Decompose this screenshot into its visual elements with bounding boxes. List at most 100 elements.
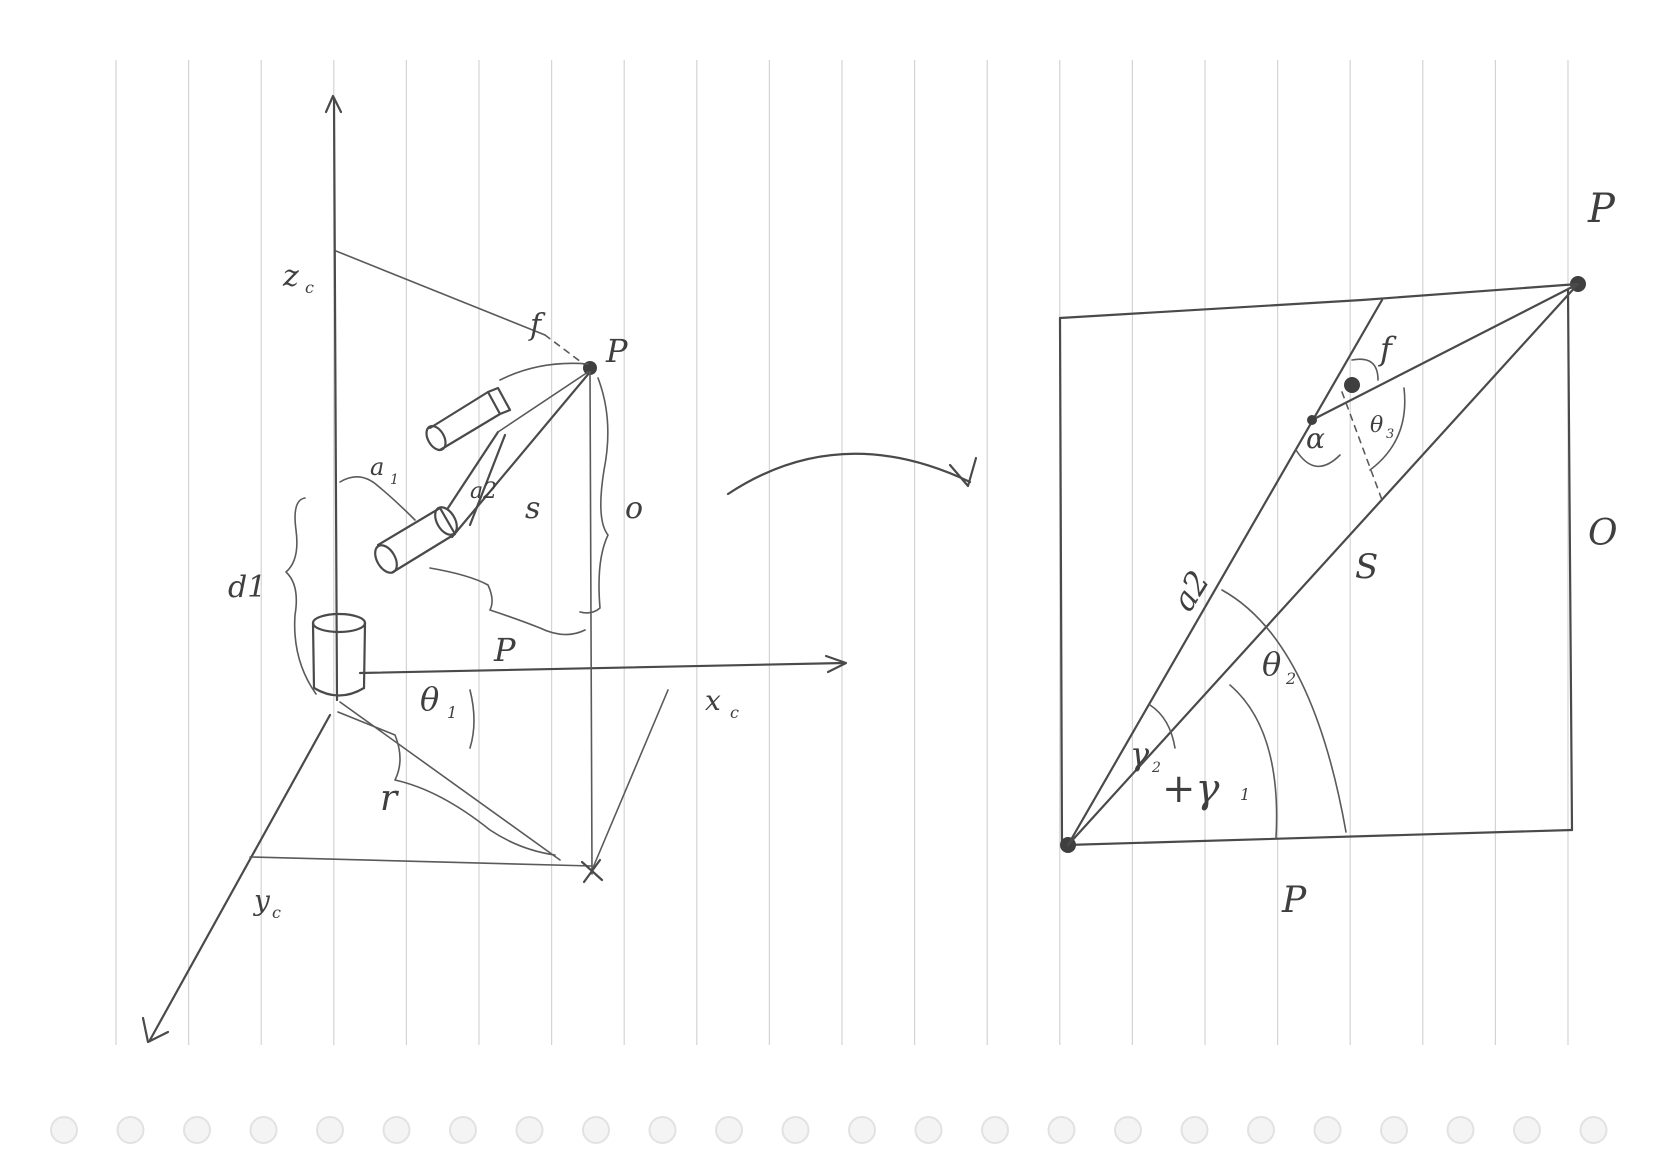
f-label: f xyxy=(528,308,546,343)
binding-hole xyxy=(316,1116,344,1144)
binding-hole xyxy=(515,1116,544,1144)
transition-arrow xyxy=(726,452,972,496)
s-diagonal-line xyxy=(1066,282,1580,847)
x-projection-line xyxy=(591,689,669,871)
binding-hole xyxy=(981,1116,1009,1144)
binding-hole xyxy=(582,1116,610,1144)
forearm-edge xyxy=(497,371,589,433)
gamma1-label-sub: 1 xyxy=(1240,785,1250,804)
transition-arrowhead xyxy=(948,456,978,488)
frame-top-edge xyxy=(1058,298,1364,320)
binding-hole xyxy=(382,1116,411,1144)
a1-brace xyxy=(339,476,416,521)
frame-right-edge xyxy=(1566,288,1574,832)
gamma2-arc xyxy=(1149,704,1176,749)
top-line-to-p xyxy=(1360,282,1580,302)
x-axis-label-sub: c xyxy=(730,703,739,722)
theta2-arc xyxy=(1221,589,1347,833)
y-axis-label-sub: c xyxy=(272,903,281,922)
joint-point xyxy=(1344,377,1360,393)
theta3-arc xyxy=(1369,387,1406,471)
binding-hole xyxy=(1180,1116,1209,1144)
r-brace xyxy=(337,711,556,856)
binding-hole xyxy=(1114,1116,1142,1144)
right-figure-plane-geometry xyxy=(1058,276,1586,853)
binding-hole xyxy=(1380,1116,1408,1144)
gamma2-label: γ xyxy=(1130,735,1150,773)
frame-bottom-edge xyxy=(1064,828,1574,847)
z-axis-line xyxy=(332,96,339,702)
binding-hole xyxy=(1247,1116,1275,1144)
left-figure-robot-3d xyxy=(141,94,848,1044)
binding-holes xyxy=(50,1116,1608,1144)
p-point-label: P xyxy=(605,332,628,370)
o-label: o xyxy=(625,491,643,526)
base-cylinder xyxy=(311,612,367,697)
theta2-label: θ xyxy=(1262,645,1281,683)
dashed-perpendicular xyxy=(1341,391,1383,501)
s-line xyxy=(450,370,592,539)
binding-hole xyxy=(848,1116,876,1144)
p-label-right: P xyxy=(1587,186,1616,232)
o-label-right: O xyxy=(1588,513,1618,554)
a1-label: a xyxy=(370,453,384,481)
alpha-arc xyxy=(1295,449,1341,468)
binding-hole xyxy=(50,1116,78,1144)
z-axis-label: z xyxy=(282,259,299,294)
y-axis-line xyxy=(148,713,332,1042)
binding-hole xyxy=(1313,1116,1342,1144)
binding-hole xyxy=(1513,1116,1541,1144)
theta3-label-sub: 3 xyxy=(1386,427,1394,442)
theta1-arc xyxy=(469,689,475,749)
gripper-link xyxy=(425,362,589,452)
theta1-label: θ xyxy=(420,680,439,718)
f-label-right: f xyxy=(1378,330,1397,368)
arm-a2-link xyxy=(446,430,500,510)
z-axis-label-sub: c xyxy=(305,278,314,297)
s-label-right: S xyxy=(1355,547,1378,587)
o-brace xyxy=(579,377,609,614)
z-to-p-line xyxy=(335,250,546,336)
y-axis-label: y xyxy=(252,884,271,917)
theta1-label-sub: 1 xyxy=(447,703,457,722)
x-axis-arrowhead xyxy=(824,654,848,674)
binding-hole xyxy=(781,1116,810,1144)
p-label-bottom-right: P xyxy=(1281,880,1307,921)
a2-label-right: a2 xyxy=(1164,564,1217,618)
binding-hole xyxy=(1047,1116,1076,1144)
binding-hole xyxy=(715,1116,743,1144)
p-horizontal-label: P xyxy=(493,631,516,669)
y-axis-arrowhead xyxy=(141,1016,170,1044)
a1-label-sub: 1 xyxy=(390,472,399,488)
binding-hole xyxy=(1446,1116,1475,1144)
binding-hole xyxy=(183,1116,211,1144)
a2-label: a2 xyxy=(470,479,497,504)
x-axis-line xyxy=(358,661,846,675)
a2-line xyxy=(1066,298,1384,847)
x-axis-label: x xyxy=(705,684,721,717)
ground-point-cross xyxy=(580,858,604,884)
y-projection-line xyxy=(249,856,593,867)
p-brace xyxy=(429,567,586,636)
theta3-label: θ xyxy=(1370,413,1383,438)
f-dashed-segment xyxy=(544,334,586,366)
gamma2-label-sub: 2 xyxy=(1151,760,1161,776)
alpha-label: α xyxy=(1306,422,1325,455)
shoulder-cylinder xyxy=(374,506,458,574)
z-axis-arrowhead xyxy=(324,94,343,114)
binding-hole xyxy=(1579,1116,1608,1144)
gamma1-arc xyxy=(1229,684,1278,839)
theta2-label-sub: 2 xyxy=(1285,669,1296,688)
s-label: s xyxy=(525,491,540,526)
binding-hole xyxy=(914,1116,943,1144)
r-label: r xyxy=(380,778,399,819)
gamma1-label: +γ xyxy=(1162,766,1220,812)
d1-label: d1 xyxy=(228,570,266,605)
binding-hole xyxy=(449,1116,477,1144)
frame-left-edge xyxy=(1058,316,1064,848)
wrist-point xyxy=(1307,415,1317,425)
binding-hole xyxy=(648,1116,677,1144)
d1-brace xyxy=(285,497,317,695)
